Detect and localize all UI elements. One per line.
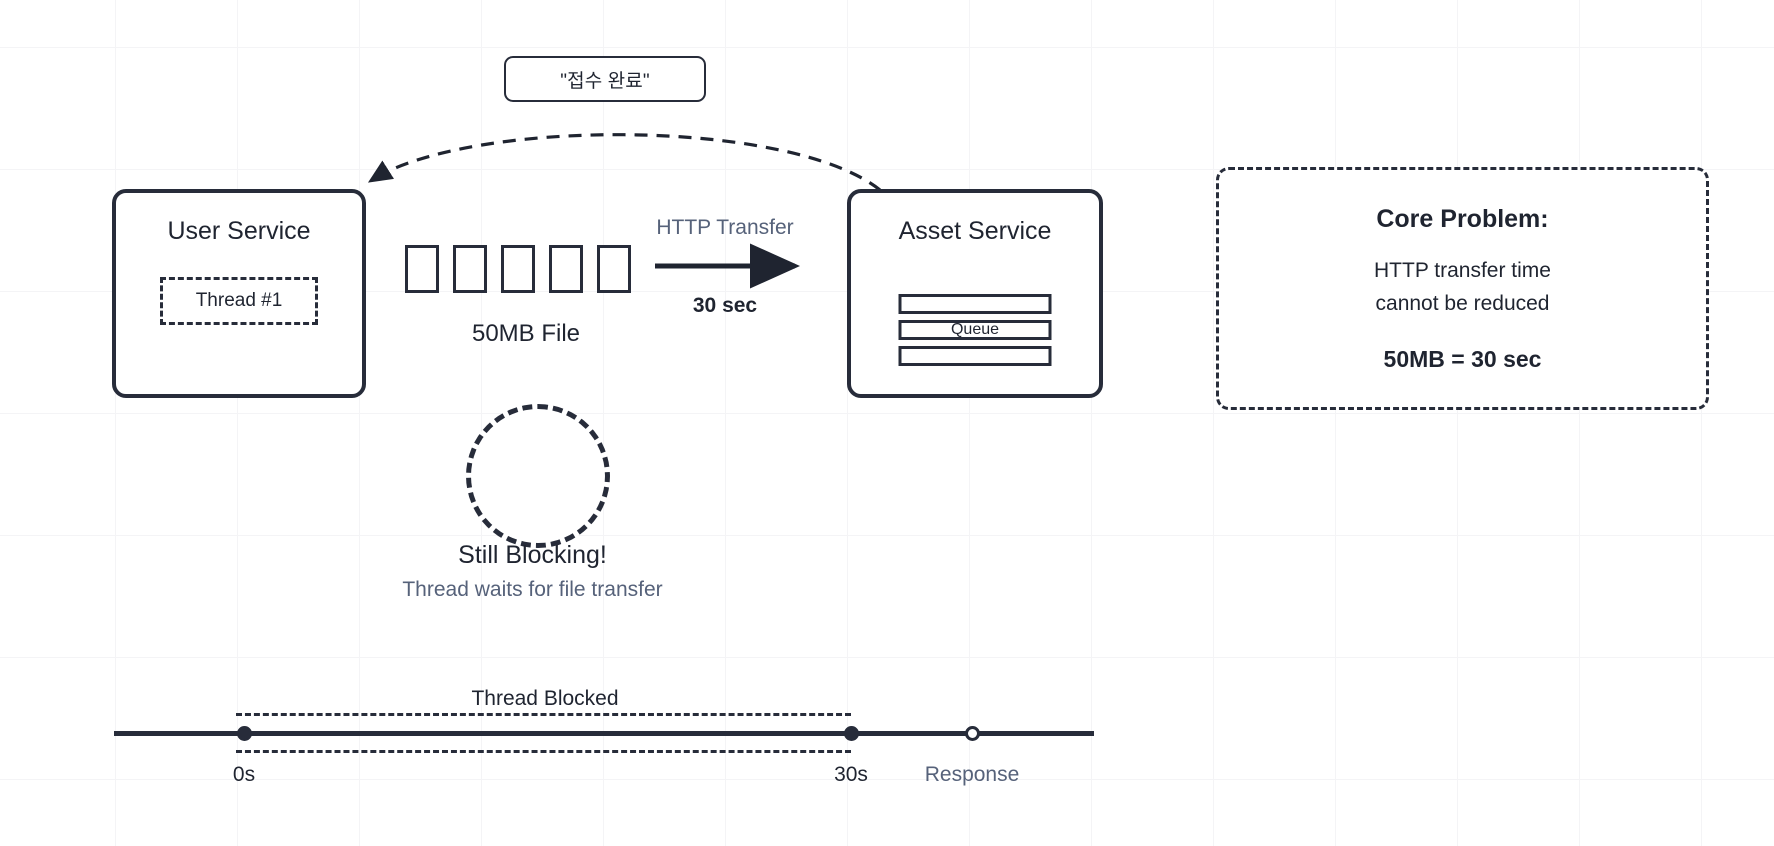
queue-stack: Queue (898, 294, 1052, 366)
queue-label: Queue (950, 321, 1000, 338)
user-service-title: User Service (167, 217, 311, 245)
thread-label: Thread #1 (195, 290, 283, 311)
timeline-marker-label: Response (924, 763, 1020, 786)
core-problem-line-1: HTTP transfer time (1374, 258, 1551, 282)
transfer-duration-label: 30 sec (692, 294, 758, 317)
thread-blocked-region (236, 713, 851, 753)
core-problem-line-2: cannot be reduced (1375, 291, 1550, 315)
file-chunk (405, 245, 439, 293)
file-chunk (453, 245, 487, 293)
queue-slot (898, 294, 1052, 314)
reply-message-bubble: "접수 완료" (504, 56, 706, 102)
file-chunk (501, 245, 535, 293)
file-size-label: 50MB File (471, 320, 581, 347)
asset-service-node[interactable]: Asset Service Queue (847, 189, 1103, 398)
blocking-circle-icon (466, 404, 610, 548)
timeline-axis (114, 731, 1094, 736)
http-transfer-label: HTTP Transfer (656, 216, 794, 239)
core-problem-formula: 50MB = 30 sec (1383, 345, 1542, 372)
timeline-marker-label: 0s (232, 763, 256, 786)
file-chunk-group (405, 245, 647, 293)
file-chunk (549, 245, 583, 293)
asset-service-title: Asset Service (898, 217, 1052, 245)
thread-blocked-label: Thread Blocked (471, 687, 619, 710)
reply-message-text: "접수 완료" (560, 70, 650, 92)
timeline-marker-label: 30s (834, 763, 868, 786)
blocking-title: Still Blocking! (458, 541, 607, 569)
queue-slot (898, 320, 1052, 340)
timeline-marker-dot (965, 726, 980, 741)
core-problem-title: Core Problem: (1376, 204, 1549, 233)
file-chunk (597, 245, 631, 293)
timeline-marker-dot (237, 726, 252, 741)
user-service-node[interactable]: User Service Thread #1 (112, 189, 366, 398)
thread-slot: Thread #1 (160, 277, 318, 325)
core-problem-callout: Core Problem: HTTP transfer time cannot … (1216, 167, 1709, 410)
blocking-subtitle: Thread waits for file transfer (402, 578, 663, 601)
timeline-marker-dot (844, 726, 859, 741)
queue-slot (898, 346, 1052, 366)
